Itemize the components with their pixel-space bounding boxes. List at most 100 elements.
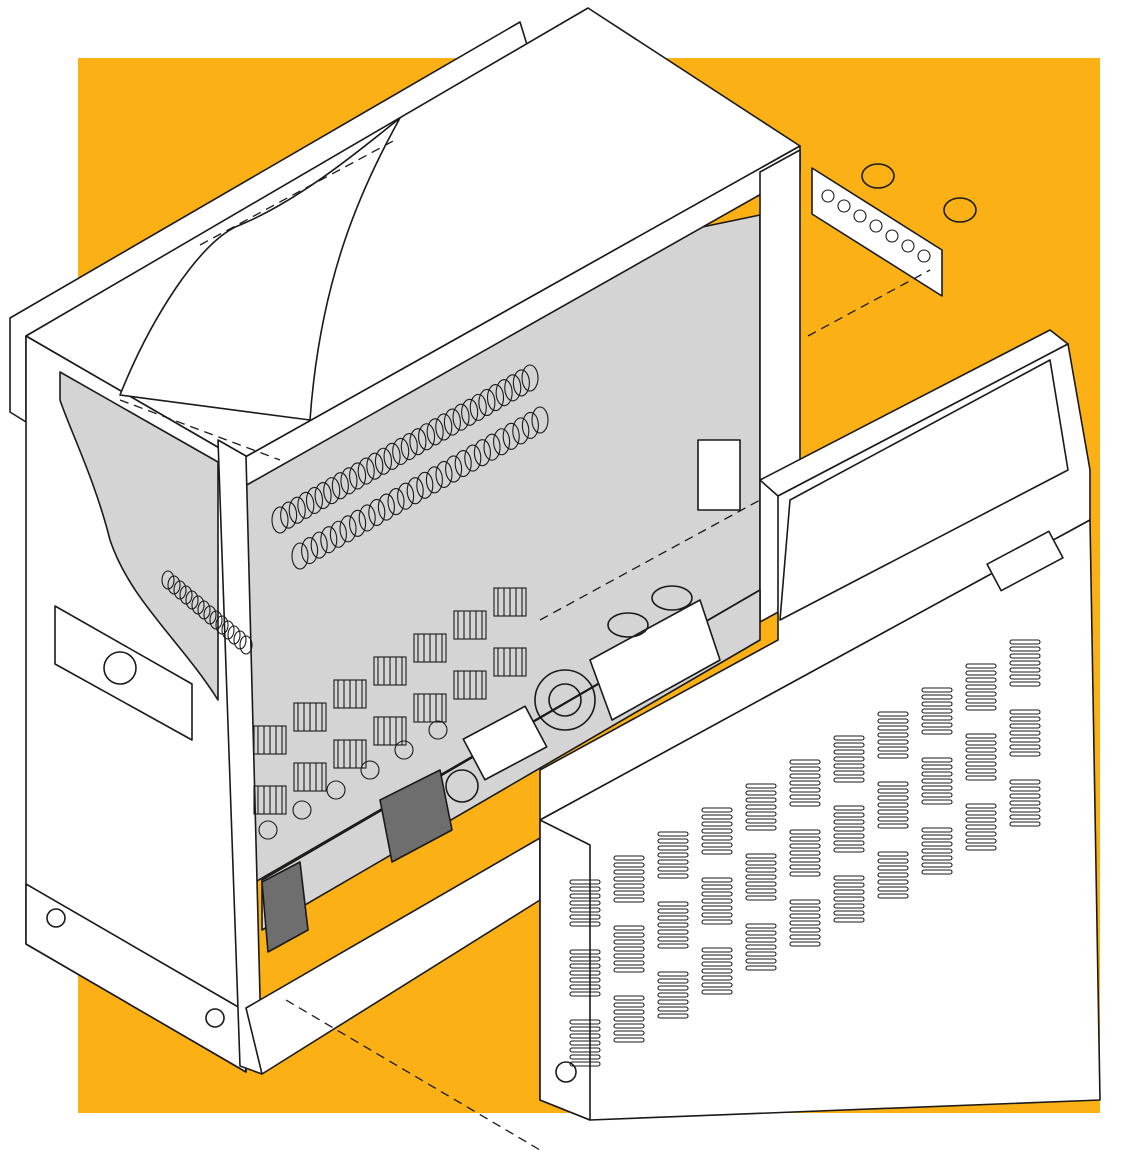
louver-slot — [701, 828, 733, 834]
louver-slot — [613, 855, 645, 861]
heater-coil-disc — [443, 408, 461, 436]
louver-slot — [569, 1026, 601, 1032]
louver-slot — [613, 862, 645, 868]
louver-slot — [789, 780, 821, 786]
louver-slot — [613, 897, 645, 903]
louver-slot — [657, 873, 689, 879]
louver-slot — [877, 753, 909, 759]
louver-slot — [877, 809, 909, 815]
louver-slot — [569, 900, 601, 906]
louver-slot — [1009, 751, 1041, 757]
louver-slot — [613, 1002, 645, 1008]
heater-coil-disc — [323, 477, 341, 505]
assembly-guides — [119, 139, 931, 1151]
louver-slot — [657, 845, 689, 851]
louver-slot — [657, 971, 689, 977]
louver-slot — [877, 893, 909, 899]
heater-coil-disc — [368, 498, 386, 527]
louver-slot — [965, 691, 997, 697]
heater-coil-disc — [203, 605, 217, 625]
shaft-disc — [258, 820, 278, 840]
heater-coil-disc — [521, 364, 539, 392]
louver-slot — [833, 805, 865, 811]
base-lift-hole-front — [205, 1008, 225, 1028]
heater-coil-disc — [435, 413, 453, 441]
louver-slot — [1009, 674, 1041, 680]
cabinet-cutaway-sheet — [119, 117, 401, 421]
heater-coil-group — [161, 364, 549, 655]
heater-coil-disc — [397, 482, 415, 510]
louver-slot — [1009, 681, 1041, 687]
main-cabinet — [9, 7, 801, 1075]
louver-slot — [613, 890, 645, 896]
louver-slot — [657, 922, 689, 928]
front-cover — [539, 329, 1101, 1121]
louver-slot — [965, 831, 997, 837]
louver-slot — [965, 663, 997, 669]
heater-coil-disc — [179, 585, 193, 605]
louver-slot — [1009, 646, 1041, 652]
louver-slot — [701, 807, 733, 813]
louver-slot — [613, 925, 645, 931]
louver-slot — [921, 778, 953, 784]
louver-slot — [789, 857, 821, 863]
guide-top-panel — [119, 399, 281, 461]
louver-slot — [569, 984, 601, 990]
louver-slot — [657, 943, 689, 949]
louver-slot — [877, 725, 909, 731]
louver-slot — [745, 888, 777, 894]
louver-slot — [613, 960, 645, 966]
louver-slot — [921, 855, 953, 861]
heater-coil-disc — [191, 595, 205, 615]
heater-coil-disc — [239, 635, 253, 655]
louver-slot — [569, 956, 601, 962]
louver-slot — [1009, 639, 1041, 645]
louver-slot — [701, 898, 733, 904]
louver-slot — [745, 811, 777, 817]
louver-slot — [657, 866, 689, 872]
fan-wheel-group — [253, 587, 527, 840]
access-plate-hub — [103, 651, 137, 685]
louver-slot — [965, 768, 997, 774]
louver-slot — [613, 946, 645, 952]
shaft-disc — [326, 780, 346, 800]
heater-coil-disc — [478, 388, 496, 417]
heater-coil-disc — [209, 610, 223, 630]
louver-slot — [569, 879, 601, 885]
louver-slot — [965, 684, 997, 690]
blower-motor-body — [462, 705, 548, 781]
louver-slot — [613, 939, 645, 945]
louver-slot — [965, 845, 997, 851]
louver-slot — [877, 718, 909, 724]
heater-coil-disc — [291, 542, 309, 570]
bracket-hole-row — [821, 189, 931, 263]
louver-slot — [921, 827, 953, 833]
louver-slot — [921, 834, 953, 840]
heater-coil-disc — [215, 615, 229, 635]
louver-slot — [789, 836, 821, 842]
louver-slot — [965, 705, 997, 711]
louver-slot — [569, 893, 601, 899]
heater-coil-disc — [310, 531, 328, 559]
louver-slot — [833, 896, 865, 902]
louver-slot — [745, 790, 777, 796]
louver-slot — [569, 914, 601, 920]
louver-slot — [1009, 821, 1041, 827]
contactor-cap-left — [607, 612, 649, 638]
louver-slot — [1009, 814, 1041, 820]
louver-slot — [833, 763, 865, 769]
louver-slot — [921, 771, 953, 777]
heater-coil-disc — [366, 452, 384, 480]
louver-slot — [657, 978, 689, 984]
louver-slot — [789, 871, 821, 877]
louver-slot — [789, 766, 821, 772]
louver-slot — [1009, 737, 1041, 743]
louver-slot — [965, 733, 997, 739]
louver-slot — [877, 872, 909, 878]
louver-slot — [745, 951, 777, 957]
guide-cover-top — [539, 499, 761, 621]
louver-slot — [965, 677, 997, 683]
louver-slot — [569, 963, 601, 969]
louver-slot — [877, 739, 909, 745]
